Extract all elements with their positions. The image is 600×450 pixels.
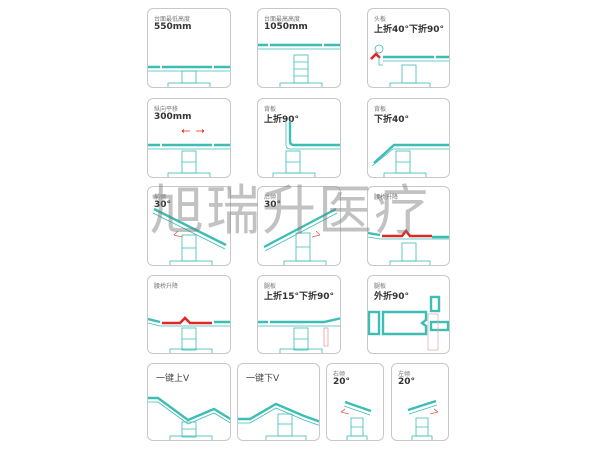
card-min-height: 台面最低高度 550mm xyxy=(147,8,231,88)
card-max-height: 台面最高高度 1050mm xyxy=(257,8,341,88)
card-kidney-bridge-2: 腰桥升降 xyxy=(147,275,231,354)
card-label: 台面最低高度 xyxy=(154,16,191,23)
card-value: 下折40° xyxy=(374,115,410,125)
table-diagram xyxy=(368,228,449,265)
table-diagram xyxy=(258,317,340,353)
table-diagram xyxy=(148,129,230,177)
card-label: 一键上V xyxy=(156,374,190,384)
card-label: 头板 xyxy=(374,16,387,23)
table-diagram xyxy=(272,121,340,177)
card-value: 30° xyxy=(154,200,172,210)
card-kidney-bridge: 腰桥升降 xyxy=(367,186,450,266)
card-value: 550mm xyxy=(154,22,192,32)
card-value: 上折90° xyxy=(264,115,300,125)
card-left-tilt: 左倾 20° xyxy=(391,363,449,441)
card-one-key-up-v: 一键上V xyxy=(147,363,231,441)
card-label: 腿板 xyxy=(374,283,387,290)
card-value: 20° xyxy=(333,377,351,387)
table-diagram xyxy=(148,65,230,87)
card-value: 外折90° xyxy=(374,292,410,302)
card-label: 右倾 xyxy=(333,371,346,378)
table-diagram xyxy=(368,295,449,351)
card-label: 腿板 xyxy=(264,283,277,290)
card-label: 一键下V xyxy=(246,374,280,384)
card-value: 20° xyxy=(398,377,416,387)
table-diagram xyxy=(370,44,449,87)
table-diagram xyxy=(148,396,230,440)
card-label: 背板 xyxy=(374,106,387,113)
card-longitudinal-shift: 纵向平移 300mm xyxy=(147,98,231,178)
card-value: 1050mm xyxy=(264,22,308,32)
table-diagram xyxy=(148,316,230,353)
table-diagram xyxy=(152,207,227,265)
card-label: 左倾 xyxy=(398,371,411,378)
card-label: 纵向平移 xyxy=(154,106,179,113)
card-back-board-down: 背板 下折40° xyxy=(367,98,450,178)
table-diagram xyxy=(371,143,449,177)
card-value: 上折40°下折90° xyxy=(374,25,445,35)
card-forward-tilt: 前倾 30° xyxy=(147,186,231,266)
card-label: 背板 xyxy=(264,106,277,113)
card-right-tilt: 右倾 20° xyxy=(326,363,384,441)
card-value: 上折15°下折90° xyxy=(264,292,335,302)
card-label: 后倾 xyxy=(264,194,277,201)
card-back-board-up: 背板 上折90° xyxy=(257,98,341,178)
table-diagram xyxy=(238,402,319,440)
card-label: 腰桥升降 xyxy=(154,283,179,290)
card-label: 腰桥升降 xyxy=(374,194,399,201)
card-leg-board-out: 腿板 外折90° xyxy=(367,275,450,354)
card-leg-board-fold: 腿板 上折15°下折90° xyxy=(257,275,341,354)
table-diagram xyxy=(263,207,338,265)
table-diagram xyxy=(258,43,340,87)
card-label: 台面最高高度 xyxy=(264,16,301,23)
card-head-board: 头板 上折40°下折90° xyxy=(367,8,450,88)
table-diagram xyxy=(340,400,372,440)
card-value: 30° xyxy=(264,200,282,210)
table-diagram xyxy=(407,399,439,440)
card-label: 前倾 xyxy=(154,194,167,201)
card-one-key-down-v: 一键下V xyxy=(237,363,320,441)
card-backward-tilt: 后倾 30° xyxy=(257,186,341,266)
card-value: 300mm xyxy=(154,112,192,122)
